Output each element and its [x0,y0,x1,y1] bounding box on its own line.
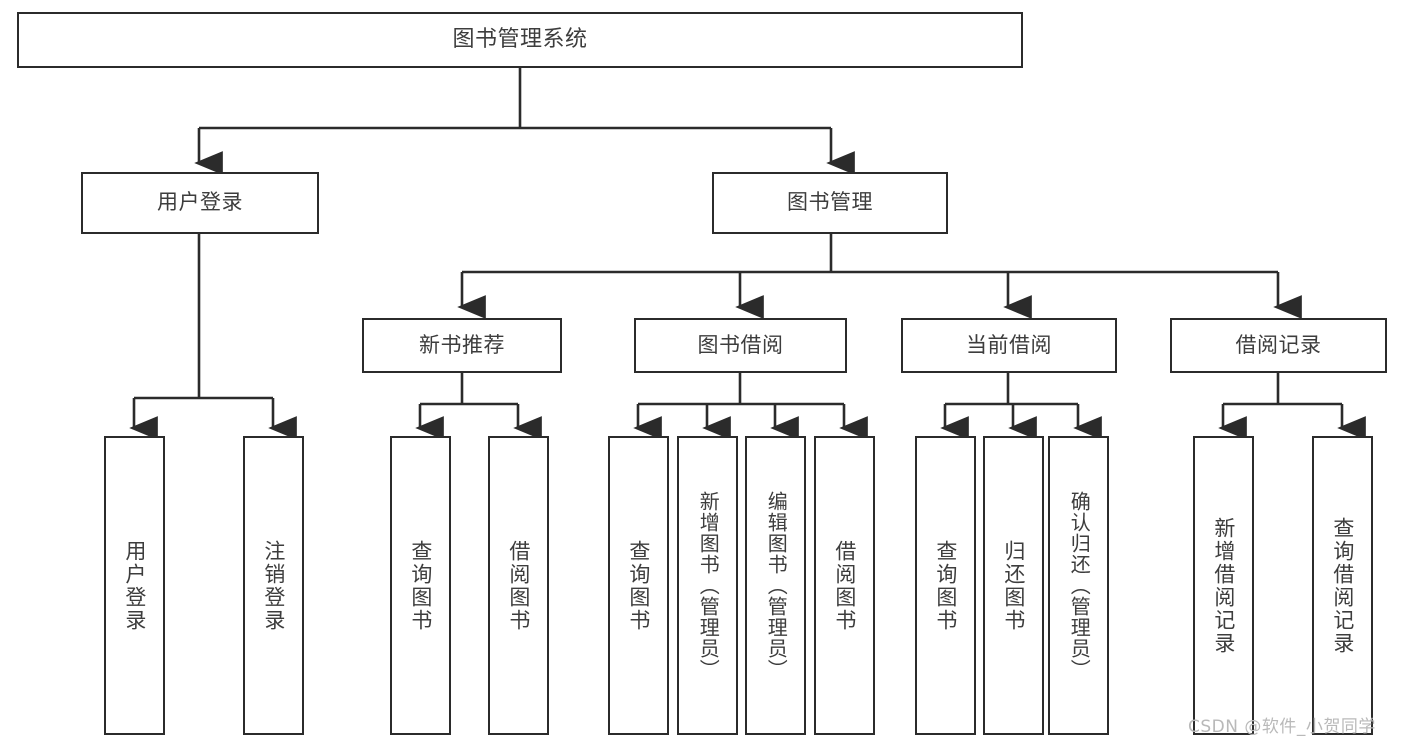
node-label: 新增借阅记录 [1211,516,1236,655]
node-new-book-recommend[interactable]: 新书推荐 [362,318,562,373]
node-label: 图书借阅 [697,332,784,357]
leaf-current-borrow-return-book[interactable]: 归还图书 [983,436,1044,735]
leaf-new-book-query-book[interactable]: 查询图书 [390,436,451,735]
node-label: 查询图书 [408,539,433,632]
node-label: 图书管理系统 [452,26,588,52]
node-label: 借阅记录 [1235,332,1322,357]
node-label: 借阅图书 [506,539,531,632]
node-root-book-management-system[interactable]: 图书管理系统 [17,12,1023,68]
leaf-user-login-logout[interactable]: 注销登录 [243,436,304,735]
node-label: 用户登录 [122,539,147,632]
node-borrow-record[interactable]: 借阅记录 [1170,318,1387,373]
leaf-current-borrow-query-book[interactable]: 查询图书 [915,436,976,735]
node-label: 注销登录 [261,539,286,632]
node-label: 确认归还（管理员） [1067,491,1092,680]
csdn-watermark: CSDN @软件_小贺同学 [1188,717,1376,737]
leaf-user-login-login[interactable]: 用户登录 [104,436,165,735]
node-label: 用户登录 [157,190,243,215]
leaf-new-book-borrow-book[interactable]: 借阅图书 [488,436,549,735]
node-label: 新书推荐 [419,332,505,357]
node-label: 借阅图书 [832,539,857,632]
node-user-login[interactable]: 用户登录 [81,172,319,234]
node-label: 查询图书 [626,539,651,632]
node-label: 当前借阅 [966,332,1052,357]
leaf-book-borrow-borrow-book[interactable]: 借阅图书 [814,436,875,735]
leaf-borrow-record-add-record[interactable]: 新增借阅记录 [1193,436,1254,735]
leaf-current-borrow-confirm-return-admin[interactable]: 确认归还（管理员） [1048,436,1109,735]
node-label: 查询图书 [933,539,958,632]
node-label: 编辑图书（管理员） [764,491,789,680]
leaf-book-borrow-edit-book-admin[interactable]: 编辑图书（管理员） [745,436,806,735]
node-label: 图书管理 [787,190,873,215]
node-label: 查询借阅记录 [1330,516,1355,655]
node-label: 新增图书（管理员） [696,491,721,680]
node-current-borrow[interactable]: 当前借阅 [901,318,1117,373]
node-label: 归还图书 [1001,539,1026,632]
node-book-borrow[interactable]: 图书借阅 [634,318,847,373]
leaf-book-borrow-query-book[interactable]: 查询图书 [608,436,669,735]
leaf-borrow-record-query-record[interactable]: 查询借阅记录 [1312,436,1373,735]
node-book-management[interactable]: 图书管理 [712,172,948,234]
leaf-book-borrow-add-book-admin[interactable]: 新增图书（管理员） [677,436,738,735]
